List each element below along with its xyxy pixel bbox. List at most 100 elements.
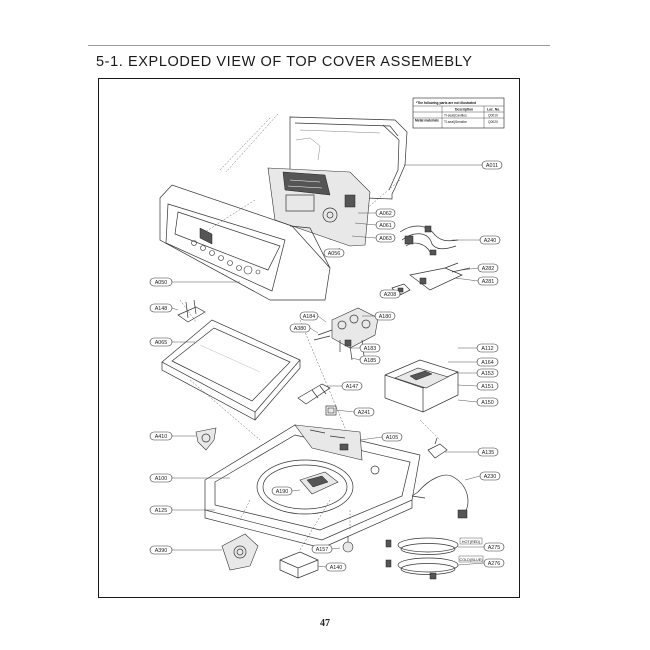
callout-a276: A276: [483, 558, 505, 568]
svg-text:A410: A410: [155, 434, 168, 440]
callout-a148: A148: [149, 303, 173, 313]
callout-a011: A011: [481, 160, 503, 170]
svg-text:A153: A153: [481, 371, 494, 377]
hot-hose-tag: HOT(RED): [459, 537, 483, 545]
svg-text:A140: A140: [330, 565, 343, 571]
control-pcb-part: [267, 167, 371, 247]
svg-text:A282: A282: [482, 266, 495, 272]
table-heading: *The following parts are not illustrated: [416, 101, 476, 105]
svg-text:A241: A241: [358, 410, 371, 416]
svg-text:A184: A184: [303, 314, 316, 320]
callout-a061: A061: [375, 220, 396, 230]
table-row-loc: Q0020: [488, 120, 498, 124]
svg-text:COLD(BLUE): COLD(BLUE): [460, 558, 484, 562]
svg-text:A061: A061: [379, 223, 392, 229]
table-row-description: Tl-seal(Cavities: [444, 114, 467, 118]
callout-a153: A153: [476, 368, 499, 378]
inlet-hoses-part: [385, 537, 459, 580]
svg-text:A135: A135: [482, 450, 495, 456]
table-row-loc: Q0010: [488, 114, 498, 118]
svg-text:A105: A105: [386, 435, 399, 441]
svg-text:A240: A240: [484, 238, 497, 244]
lid-hinge-part: [297, 383, 331, 405]
callout-a410: A410: [149, 431, 173, 441]
callout-a135: A135: [477, 447, 499, 457]
callout-leaders: [171, 164, 485, 568]
callout-a112: A112: [476, 343, 499, 353]
page-title: 5-1. EXPLODED VIEW OF TOP COVER ASSEMEBL…: [96, 54, 473, 70]
clamp-part: [427, 437, 448, 459]
svg-text:A180: A180: [379, 314, 392, 320]
callout-a100: A100: [149, 473, 173, 483]
detergent-dispenser-part: [384, 359, 459, 413]
callout-a147: A147: [341, 381, 363, 391]
svg-text:A065: A065: [155, 340, 168, 346]
not-illustrated-table: *The following parts are not illustrated…: [412, 97, 505, 129]
callout-a240: A240: [479, 235, 501, 245]
callout-a185: A185: [359, 355, 381, 365]
callout-a164: A164: [476, 357, 499, 367]
callout-a184: A184: [299, 311, 319, 321]
callout-labels: A011 A062 A061 A063 A240 A056 A050 A282 …: [149, 160, 505, 572]
svg-text:A281: A281: [482, 279, 495, 285]
svg-text:A390: A390: [155, 548, 168, 554]
callout-a065: A065: [149, 337, 173, 347]
bleach-cap-part: [195, 427, 217, 451]
callout-a140: A140: [325, 562, 347, 572]
callout-a230: A230: [479, 471, 501, 481]
svg-text:A183: A183: [364, 346, 377, 352]
inlet-valve-assembly-part: [313, 307, 379, 361]
svg-text:A275: A275: [488, 545, 501, 551]
callout-a157: A157: [311, 544, 333, 554]
callout-a151: A151: [476, 381, 499, 391]
callout-a105: A105: [381, 432, 403, 442]
svg-text:A164: A164: [481, 360, 494, 366]
table-row-description: Tl-seal(Sensibe: [444, 120, 467, 124]
svg-text:A185: A185: [364, 358, 377, 364]
power-cord-part: [411, 474, 469, 519]
svg-text:A150: A150: [481, 400, 494, 406]
table-col-loc: Loc. No.: [487, 108, 500, 112]
callout-a390: A390: [149, 545, 173, 555]
callout-a281: A281: [477, 276, 499, 286]
title-rule: [88, 45, 550, 46]
svg-text:A208: A208: [384, 292, 397, 298]
page-number: 47: [320, 618, 330, 629]
svg-text:HOT(RED): HOT(RED): [462, 540, 481, 544]
callout-a380: A380: [289, 323, 311, 333]
svg-text:A148: A148: [155, 306, 168, 312]
sensor-bracket-part: [409, 262, 471, 291]
svg-text:A230: A230: [484, 474, 497, 480]
callout-a183: A183: [359, 343, 381, 353]
hinge-bracket-part: [177, 299, 206, 323]
svg-text:A157: A157: [316, 547, 329, 553]
callout-a208: A208: [379, 289, 401, 299]
table-row-group: Metal materials: [415, 119, 439, 123]
pressure-switch-part: [279, 551, 319, 579]
svg-text:A190: A190: [276, 489, 289, 495]
callout-a282: A282: [477, 263, 499, 273]
callout-a241: A241: [353, 407, 375, 417]
callout-a062: A062: [375, 208, 396, 218]
callout-a125: A125: [149, 505, 173, 515]
svg-text:A380: A380: [294, 326, 307, 332]
lid-switch-part: [325, 405, 337, 416]
cold-hose-tag: COLD(BLUE): [458, 555, 484, 563]
callout-a056: A056: [323, 248, 345, 258]
callout-a150: A150: [476, 397, 499, 407]
svg-text:A276: A276: [488, 561, 501, 567]
svg-text:A125: A125: [155, 508, 168, 514]
callout-a050: A050: [149, 277, 173, 287]
wire-harness-part: [399, 225, 459, 256]
front-control-panel-part: [159, 184, 331, 301]
svg-text:A100: A100: [155, 476, 168, 482]
svg-text:A112: A112: [481, 346, 493, 352]
svg-text:A050: A050: [155, 280, 168, 286]
filter-part: [299, 471, 339, 495]
svg-text:A062: A062: [379, 211, 392, 217]
callout-a190: A190: [271, 486, 293, 496]
callout-a180: A180: [374, 311, 396, 321]
diagram-frame: [98, 78, 520, 598]
svg-text:A151: A151: [481, 384, 494, 390]
